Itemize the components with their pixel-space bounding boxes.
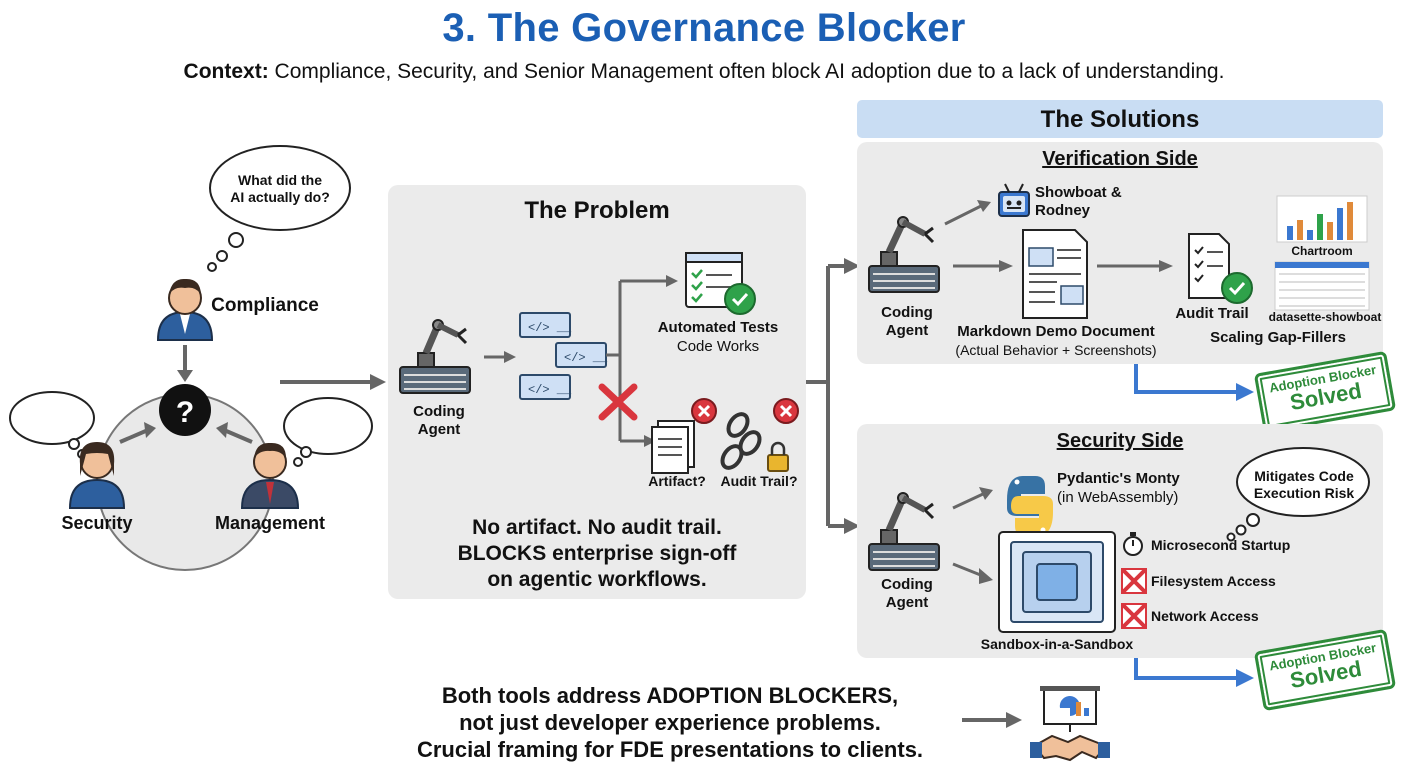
gap-fillers-label: Scaling Gap-Fillers — [1210, 329, 1346, 346]
checklist-icon — [685, 252, 756, 315]
audit-checklist-icon — [1188, 233, 1253, 304]
datasette-table-icon — [1274, 261, 1370, 311]
verification-audit-label: Audit Trail — [1175, 305, 1249, 322]
tests-sub: Code Works — [676, 338, 760, 355]
robot-arm-icon — [399, 319, 471, 394]
problem-statement-line3: on agentic workflows. — [487, 568, 707, 591]
footer-line3: Crucial framing for FDE presentations to… — [416, 737, 924, 762]
network-denied-icon — [1121, 603, 1147, 629]
compliance-label: Compliance — [211, 295, 319, 316]
robot-arm-icon — [868, 216, 940, 293]
security-cloud — [9, 391, 95, 459]
robot-arm-icon — [868, 492, 940, 571]
artifact-document-icon — [651, 398, 717, 474]
footer-statement: Both tools address ADOPTION BLOCKERS, no… — [380, 682, 960, 763]
problem-title: The Problem — [524, 197, 670, 224]
risk-cloud-text: Mitigates Code Execution Risk — [1253, 468, 1355, 501]
sandbox-label: Sandbox-in-a-Sandbox — [980, 636, 1134, 652]
stopwatch-icon — [1123, 532, 1143, 556]
presentation-handshake-icon — [1030, 686, 1110, 762]
markdown-document-icon — [1022, 229, 1088, 319]
chartroom-thumbnail-icon — [1276, 195, 1368, 243]
chartroom-label: Chartroom — [1291, 244, 1353, 258]
thought-cloud — [207, 145, 351, 272]
svg-text:</> __: </> __ — [528, 383, 572, 397]
security-title: Security Side — [1056, 430, 1184, 452]
startup-label: Microsecond Startup — [1151, 537, 1291, 553]
artifact-label: Artifact? — [648, 473, 706, 489]
management-person-icon — [240, 442, 300, 509]
tests-title: Automated Tests — [657, 319, 779, 336]
verification-agent-label: Coding Agent — [881, 304, 933, 339]
management-cloud — [283, 397, 373, 467]
compliance-person-icon — [156, 278, 214, 341]
context-line: Context: Compliance, Security, and Senio… — [0, 60, 1408, 84]
footer-arrow — [962, 712, 1022, 728]
audit-label: Audit Trail? — [720, 473, 798, 489]
showboat-robot-icon — [998, 183, 1030, 217]
arrow-to-problem — [280, 374, 386, 390]
management-label: Management — [214, 513, 326, 533]
network-label: Network Access — [1151, 608, 1259, 624]
page-title: 3. The Governance Blocker — [442, 6, 966, 50]
solutions-header: The Solutions — [857, 100, 1383, 138]
problem-panel: The Problem </> __ </> __ </> __ — [388, 185, 806, 599]
monty-sub: (in WebAssembly) — [1057, 489, 1179, 506]
question-icon — [159, 384, 211, 436]
doc-title: Markdown Demo Document — [957, 323, 1155, 340]
stakeholders-group: What did the AI actually do? ? Complianc… — [0, 140, 380, 571]
filesystem-denied-icon — [1121, 568, 1147, 594]
security-graphic — [868, 447, 1370, 633]
footer-line1: Both tools address ADOPTION BLOCKERS, — [441, 683, 899, 708]
security-person-icon — [68, 442, 126, 509]
filesystem-label: Filesystem Access — [1151, 573, 1276, 589]
datasette-label: datasette-showboat — [1268, 310, 1382, 324]
security-panel: Security Side — [857, 424, 1383, 658]
svg-text:</> __: </> __ — [528, 321, 572, 335]
risk-cloud — [1226, 447, 1370, 542]
context-text: Compliance, Security, and Senior Managem… — [268, 60, 1225, 83]
verification-solved-arrow — [1134, 364, 1254, 401]
arrow-to-solutions — [806, 258, 860, 534]
showboat-label: Showboat & Rodney — [1035, 184, 1122, 219]
stakeholders-graphic — [9, 145, 373, 571]
problem-statement-line2: BLOCKS enterprise sign-off — [457, 542, 737, 565]
doc-sub: (Actual Behavior + Screenshots) — [955, 342, 1157, 358]
problem-agent-label: Coding Agent — [413, 403, 465, 438]
problem-statement: No artifact. No audit trail. BLOCKS ente… — [388, 515, 806, 593]
monty-title: Pydantic's Monty — [1057, 470, 1180, 487]
verification-panel: Verification Side — [857, 142, 1383, 364]
problem-statement-line1: No artifact. No audit trail. — [472, 516, 722, 539]
verification-graphic — [868, 183, 1370, 319]
security-label: Security — [61, 513, 133, 533]
thought-text: What did the AI actually do? — [230, 172, 330, 205]
code-windows-icon — [519, 312, 607, 400]
problem-graphic: </> __ </> __ </> __ — [399, 252, 799, 474]
svg-text:</> __: </> __ — [564, 351, 608, 365]
broken-chain-icon — [720, 398, 799, 472]
verification-title: Verification Side — [1042, 148, 1198, 170]
context-label: Context: — [183, 60, 269, 83]
security-solved-arrow — [1134, 658, 1254, 687]
security-agent-label: Coding Agent — [881, 576, 933, 611]
blocked-x-icon — [598, 383, 638, 421]
python-logo-icon — [1007, 476, 1053, 536]
sandbox-icon — [998, 531, 1116, 633]
footer-line2: not just developer experience problems. — [459, 710, 881, 735]
question-mark: ? — [175, 396, 195, 429]
